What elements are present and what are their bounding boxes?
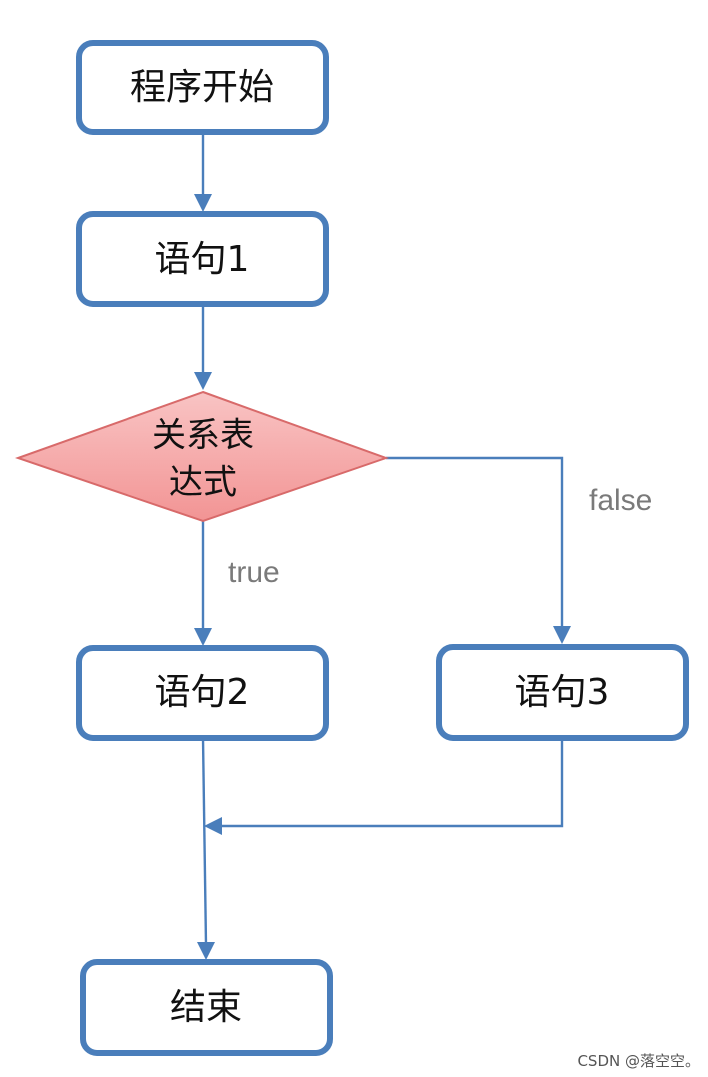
arrowhead-end xyxy=(197,942,215,960)
node-stmt2-label: 语句2 xyxy=(155,672,250,713)
arrowhead-decision xyxy=(194,372,212,390)
node-stmt3-label: 语句3 xyxy=(515,672,610,713)
node-stmt2: 语句2 xyxy=(76,645,329,741)
node-start-label: 程序开始 xyxy=(130,67,274,108)
edge-label-false: false xyxy=(589,484,652,517)
edge-label-true: true xyxy=(228,556,280,589)
arrowhead-stmt3 xyxy=(553,626,571,644)
decision-label-line2: 达式 xyxy=(169,463,237,503)
decision-label-line1: 关系表 xyxy=(152,416,254,456)
edge-decision-to-stmt3 xyxy=(386,456,564,629)
node-stmt3: 语句3 xyxy=(436,644,689,741)
node-start: 程序开始 xyxy=(76,40,329,135)
node-stmt1-label: 语句1 xyxy=(155,239,250,280)
node-end: 结束 xyxy=(80,959,333,1056)
decision-diamond xyxy=(14,390,390,523)
arrowhead-stmt1 xyxy=(194,194,212,212)
arrowhead-stmt2 xyxy=(194,628,212,646)
node-stmt1: 语句1 xyxy=(76,211,329,307)
edge-stmt2-to-end xyxy=(201,737,208,946)
edge-stmt3-to-merge xyxy=(220,738,564,828)
node-end-label: 结束 xyxy=(170,987,242,1028)
arrowhead-merge xyxy=(204,817,222,835)
node-decision: 关系表 达式 xyxy=(14,390,390,523)
watermark: CSDN @落空空。 xyxy=(577,1052,700,1070)
